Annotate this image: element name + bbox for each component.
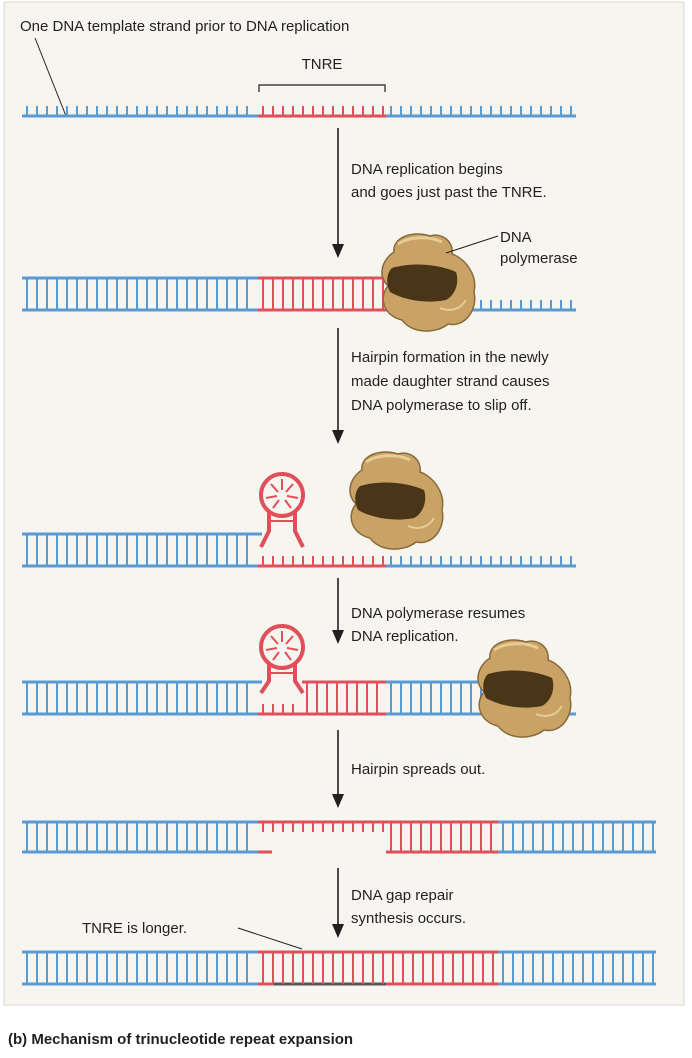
tnre-longer-leader-line [237,927,303,950]
step-3-text: DNA polymerase resumes DNA replication. [351,605,525,645]
dna-row-hairpin-slip [22,532,576,568]
tnre-bracket [258,84,386,92]
figure-caption: (b) Mechanism of trinucleotide repeat ex… [8,1031,353,1048]
polymerase-leader-line [445,235,499,254]
down-arrow-icon-1 [332,128,344,258]
dna-row-template-only [22,106,576,118]
svg-text:and goes just past the TNRE.: and goes just past the TNRE. [351,184,547,201]
svg-text:made daughter strand causes: made daughter strand causes [351,373,549,390]
svg-text:DNA replication begins: DNA replication begins [351,161,503,178]
down-arrow-icon-5 [332,868,344,938]
svg-text:synthesis occurs.: synthesis occurs. [351,910,466,927]
dna-row-replication-resumes [22,680,576,716]
tnre-longer-label: TNRE is longer. [82,920,187,937]
svg-text:DNA polymerase resumes: DNA polymerase resumes [351,605,525,622]
down-arrow-icon-2 [332,328,344,444]
down-arrow-icon-4 [332,730,344,808]
svg-text:DNA gap repair: DNA gap repair [351,887,454,904]
polymerase-label-line2: polymerase [500,250,578,267]
hairpin-loop-icon-persisting [259,624,305,695]
polymerase-label-line1: DNA [500,229,532,246]
svg-text:Hairpin spreads out.: Hairpin spreads out. [351,761,485,778]
dna-row-gap-repaired [22,950,656,986]
dna-row-hairpin-spread [22,820,656,854]
step-2-text: Hairpin formation in the newly made daug… [351,349,549,414]
hairpin-loop-icon [259,472,305,548]
figure-panel [3,1,685,1006]
down-arrow-icon-3 [332,578,344,644]
template-leader-line [34,37,67,117]
step-4-text: Hairpin spreads out. [351,761,485,778]
step-1-text: DNA replication begins and goes just pas… [351,161,547,201]
svg-text:DNA replication.: DNA replication. [351,628,459,645]
step-5-text: DNA gap repair synthesis occurs. [351,887,466,927]
tnre-label: TNRE [302,56,343,73]
svg-text:DNA polymerase to slip off.: DNA polymerase to slip off. [351,397,532,414]
svg-text:Hairpin formation in the newly: Hairpin formation in the newly [351,349,549,366]
dna-row-replication-begins [22,276,576,312]
template-strand-label: One DNA template strand prior to DNA rep… [20,18,349,35]
